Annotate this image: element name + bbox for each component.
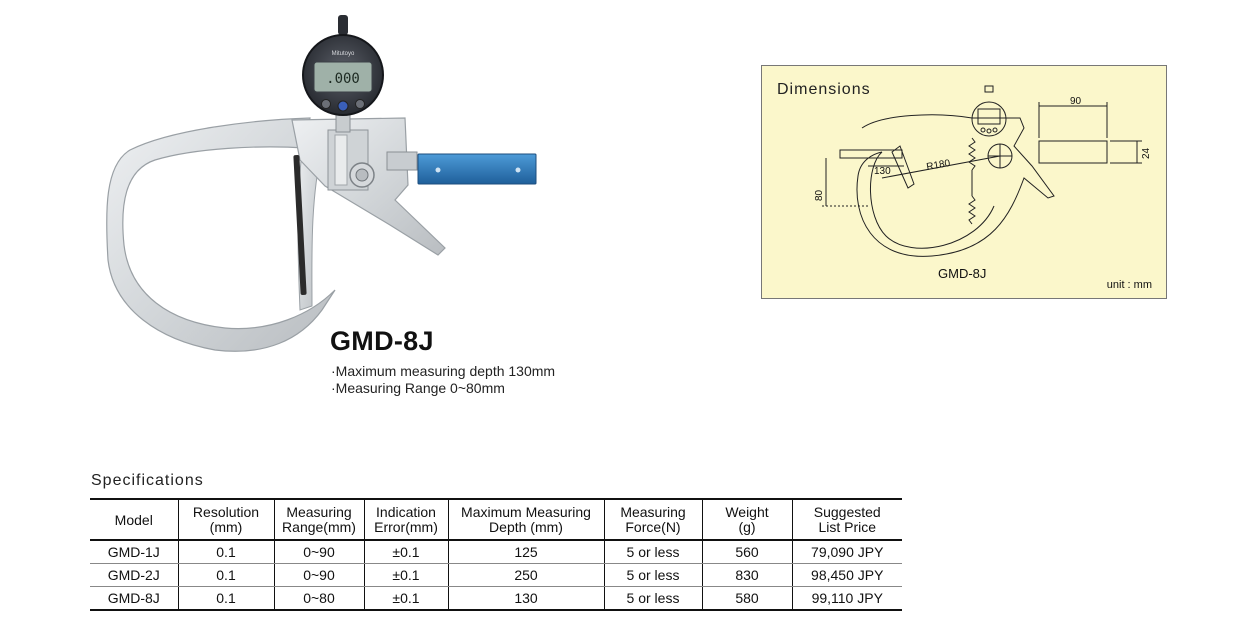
- cell-depth: 125: [447, 540, 604, 564]
- cell-resolution: 0.1: [177, 586, 274, 611]
- product-title: GMD-8J: [330, 326, 434, 356]
- cell-range: 0~80: [273, 586, 364, 611]
- dimensions-drawing: 90 24 R180 130 80: [814, 85, 1152, 257]
- indicator-button-zero: [337, 100, 349, 112]
- cell-force: 5 or less: [603, 563, 702, 587]
- feature-list: ·Maximum measuring depth 130mm ·Measurin…: [331, 363, 555, 397]
- dimensions-panel: 90 24 R180 130 80 Dimensions GMD-8J unit…: [761, 65, 1167, 299]
- indicator-button-hold: [355, 99, 365, 109]
- indicator-brand: Mitutoyo: [332, 51, 355, 57]
- table-row: GMD-2J 0.1 0~90 ±0.1 250 5 or less 830 9…: [90, 563, 902, 587]
- cell-error: ±0.1: [363, 540, 448, 564]
- svg-text:.000: .000: [326, 71, 360, 87]
- specifications-title: Specifications: [91, 472, 204, 489]
- blue-handle: [417, 153, 537, 185]
- cell-resolution: 0.1: [177, 540, 274, 564]
- product-illustration: .000 Mitutoyo: [106, 15, 537, 352]
- drawing-model-label: GMD-8J: [938, 266, 987, 281]
- lever-connector: [386, 151, 418, 171]
- dim-label-80: 80: [814, 189, 825, 201]
- cell-price: 98,450 JPY: [791, 563, 902, 587]
- contact-rod: [293, 155, 307, 295]
- cell-resolution: 0.1: [177, 563, 274, 587]
- cell-model: GMD-8J: [90, 586, 178, 611]
- table-row: GMD-8J 0.1 0~80 ±0.1 130 5 or less 580 9…: [90, 586, 902, 611]
- col-header-resolution: Resolution(mm): [177, 498, 274, 541]
- cell-weight: 560: [701, 540, 792, 564]
- indicator-cap: [338, 15, 348, 35]
- cell-weight: 830: [701, 563, 792, 587]
- dim-label-24: 24: [1141, 147, 1152, 159]
- cell-error: ±0.1: [363, 586, 448, 611]
- feature-item: ·Maximum measuring depth 130mm: [331, 363, 556, 379]
- dimensions-title: Dimensions: [777, 81, 871, 98]
- cell-range: 0~90: [273, 540, 364, 564]
- dim-label-90: 90: [1070, 96, 1082, 107]
- cell-force: 5 or less: [603, 540, 702, 564]
- cell-range: 0~90: [273, 563, 364, 587]
- cell-error: ±0.1: [363, 563, 448, 587]
- cell-price: 99,110 JPY: [791, 586, 902, 611]
- col-header-weight: Weight(g): [701, 498, 792, 541]
- table-row: GMD-1J 0.1 0~90 ±0.1 125 5 or less 560 7…: [90, 540, 902, 564]
- cell-model: GMD-1J: [90, 540, 178, 564]
- caliper-jaw: [106, 117, 336, 352]
- cell-force: 5 or less: [603, 586, 702, 611]
- cell-depth: 130: [447, 586, 604, 611]
- col-header-model: Model: [90, 498, 178, 541]
- feature-item: ·Measuring Range 0~80mm: [331, 380, 505, 396]
- unit-note: unit : mm: [1106, 279, 1152, 291]
- cell-price: 79,090 JPY: [791, 540, 902, 564]
- cell-model: GMD-2J: [90, 563, 178, 587]
- dim-label-130: 130: [874, 166, 891, 177]
- cell-depth: 250: [447, 563, 604, 587]
- indicator-display: [313, 61, 373, 93]
- cell-weight: 580: [701, 586, 792, 611]
- dim-label-r180: R180: [926, 158, 952, 173]
- indicator-button-origin: [321, 99, 331, 109]
